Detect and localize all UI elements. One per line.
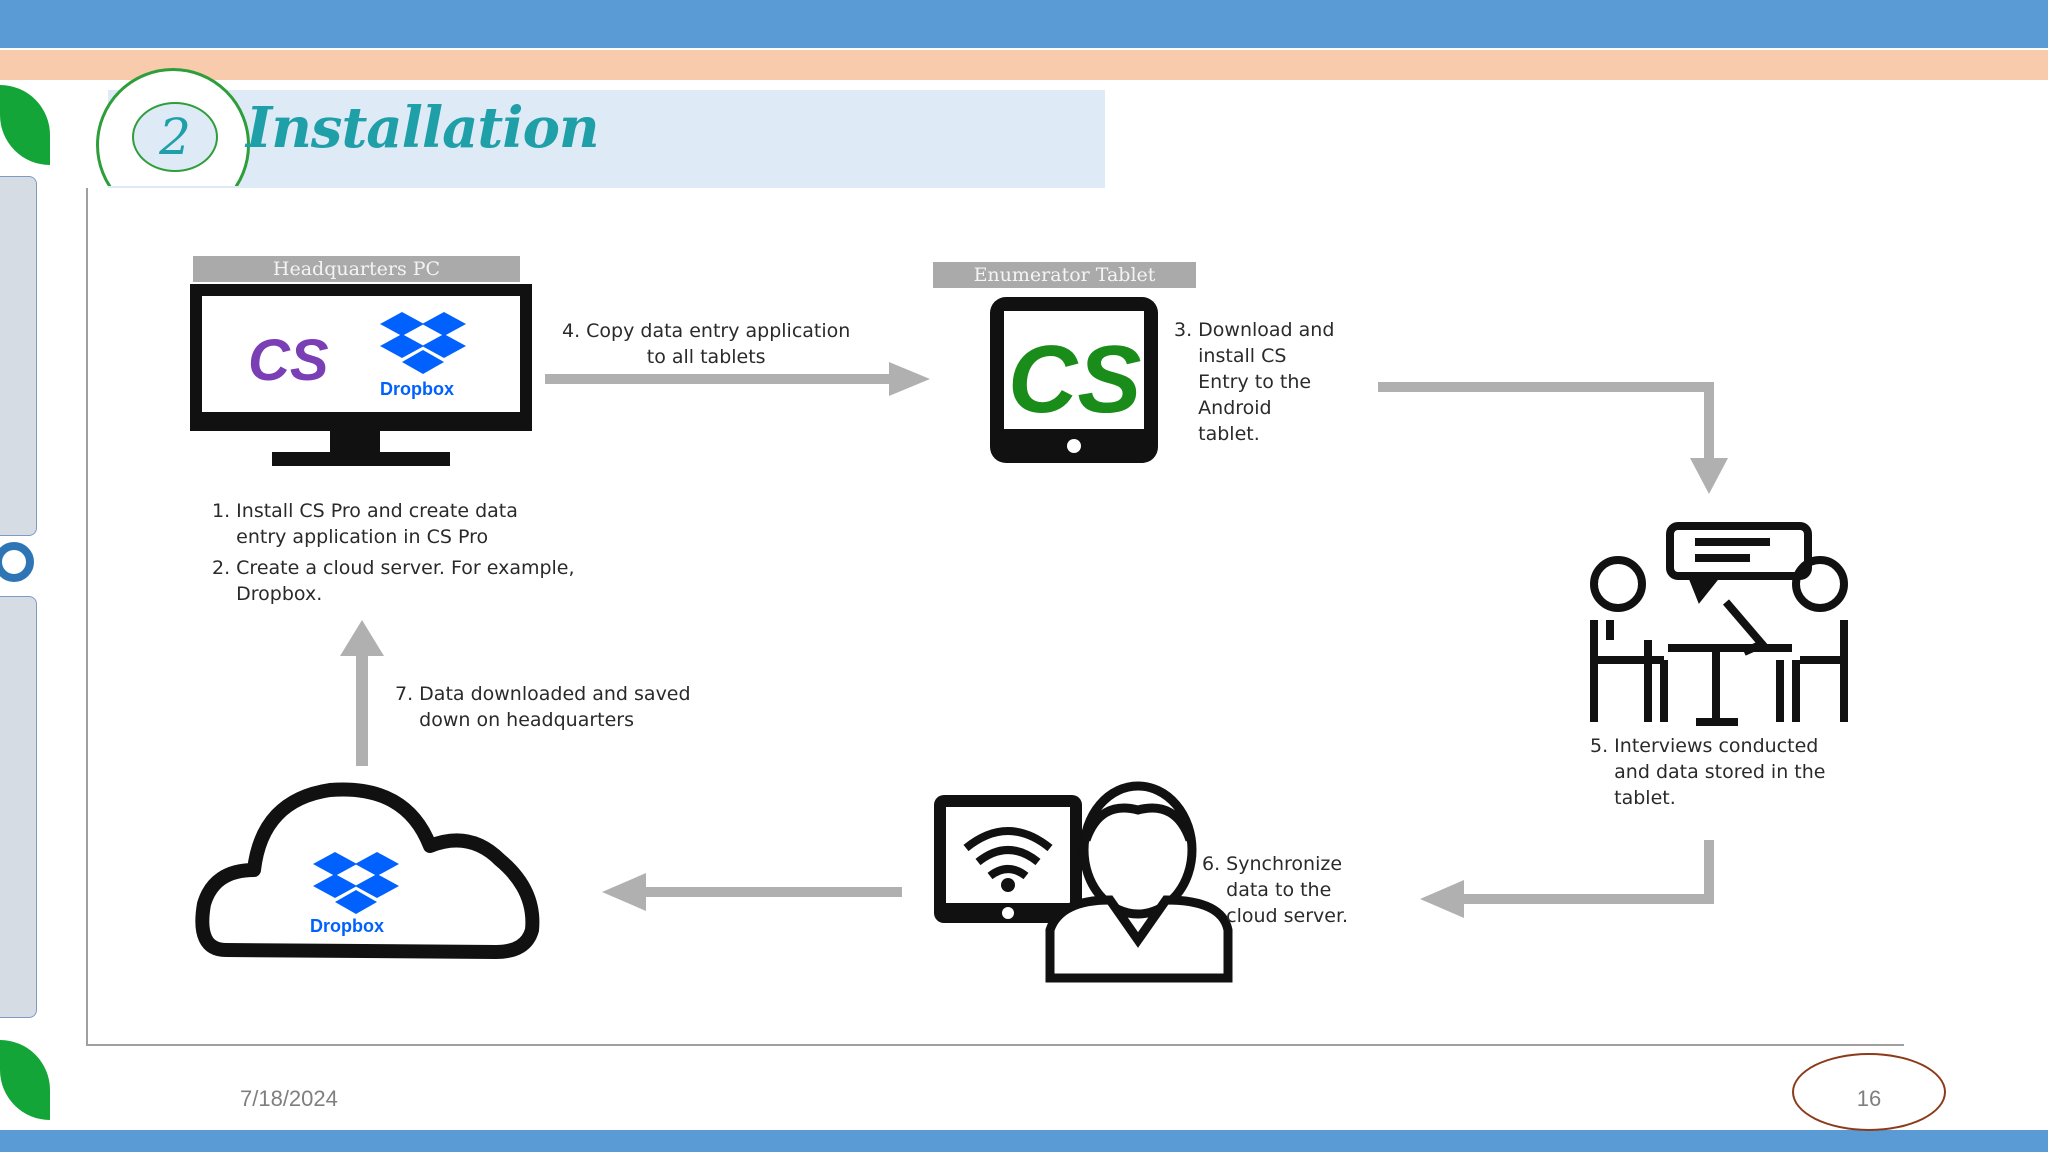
arrow-cloud-to-hq — [340, 620, 384, 766]
step-3-text: 3. Download and install CS Entry to the … — [1174, 319, 1335, 445]
arrow-tablet-to-interview — [1378, 382, 1728, 494]
tablet-cs-logo: CS — [1008, 326, 1141, 433]
section-number: 2 — [159, 108, 191, 166]
hq-pc-label: Headquarters PC — [193, 256, 520, 282]
monitor-icon — [190, 284, 532, 466]
cloud-dropbox-label: Dropbox — [310, 916, 384, 936]
arrow-interview-to-sync — [1420, 840, 1714, 918]
section-number-badge — [132, 102, 218, 172]
side-panel-top — [0, 176, 37, 536]
wifi-tablet-user-icon — [934, 781, 1233, 983]
arrow-copy-to-tablets — [545, 362, 930, 396]
step-4-text: 4. Copy data entry application to all ta… — [562, 320, 851, 368]
interview-icon — [1590, 522, 1848, 726]
enumerator-tablet-label: Enumerator Tablet — [933, 262, 1196, 288]
page-number-oval — [1792, 1053, 1946, 1131]
step-1-text: 1. Install CS Pro and create data entry … — [212, 500, 518, 548]
diagram-frame — [86, 188, 1904, 1046]
cs-logo-icon: CS — [248, 328, 329, 393]
side-panel-bottom — [0, 596, 37, 1018]
dropbox-icon — [380, 312, 466, 374]
dropbox-label: Dropbox — [380, 379, 454, 399]
step-7-text: 7. Data downloaded and saved down on hea… — [395, 683, 691, 731]
arrow-sync-to-cloud — [602, 873, 902, 911]
side-ring-decoration — [0, 542, 34, 582]
step-6-text: 6. Synchronize data to the cloud server. — [1202, 853, 1349, 927]
tablet-icon: CS — [990, 297, 1158, 463]
page-number: 16 — [1856, 1086, 1882, 1111]
bottom-accent-bar — [0, 1130, 2048, 1152]
step-5-text: 5. Interviews conducted and data stored … — [1590, 735, 1826, 809]
step-2-text: 2. Create a cloud server. For example, D… — [212, 557, 575, 605]
cs-logo-text: CS — [248, 328, 329, 393]
cloud-icon: Dropbox — [195, 782, 540, 959]
header-stripe — [0, 50, 2048, 80]
footer-date: 7/18/2024 — [240, 1086, 338, 1111]
top-accent-bar — [0, 0, 2048, 48]
title-band — [108, 90, 1105, 188]
slide-title: Installation — [246, 95, 600, 161]
